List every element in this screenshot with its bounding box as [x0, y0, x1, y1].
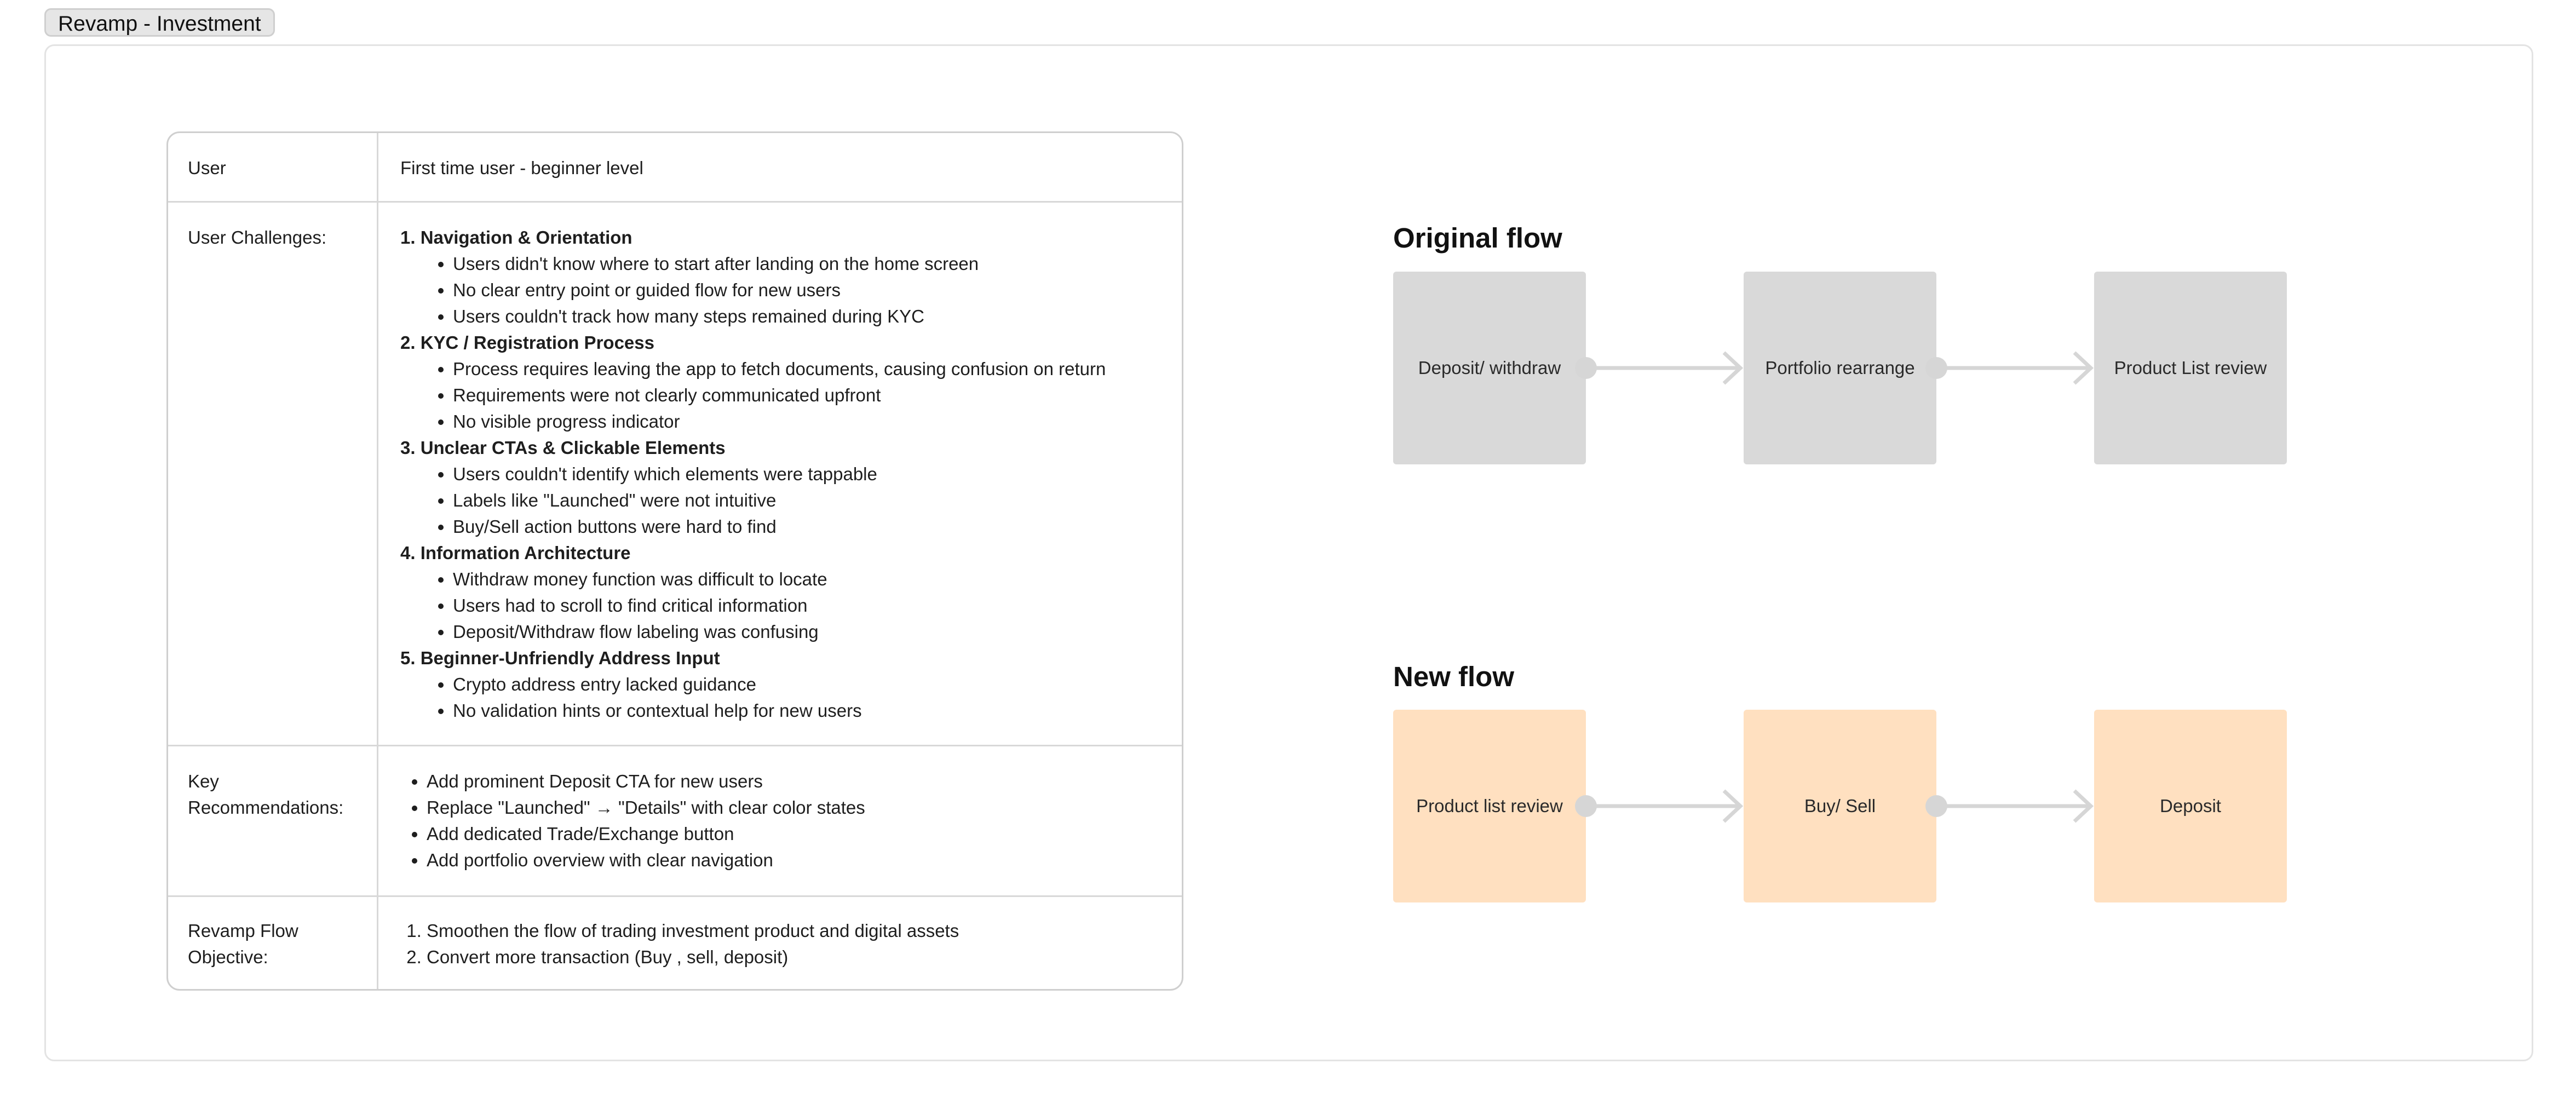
- row-label: User: [168, 133, 378, 201]
- original-flow-connector-1: [1575, 351, 1744, 385]
- original-flow-step[interactable]: Deposit/ withdraw: [1393, 272, 1586, 464]
- arrow-head-icon: [2073, 351, 2094, 385]
- arrow-head-icon: [1722, 789, 1744, 823]
- table-row-challenges: User Challenges: 1. Navigation & Orienta…: [168, 203, 1182, 746]
- list-item: Deposit/Withdraw flow labeling was confu…: [453, 619, 1182, 645]
- list-item: Users couldn't track how many steps rema…: [453, 303, 1182, 330]
- new-flow-connector-2: [1925, 789, 2094, 823]
- row-label: User Challenges:: [168, 203, 378, 745]
- table-row-user: User First time user - beginner level: [168, 133, 1182, 203]
- row-value: First time user - beginner level: [400, 158, 643, 178]
- list-item: Smoothen the flow of trading investment …: [427, 918, 1182, 944]
- connector-start-dot: [1575, 357, 1597, 379]
- list-item: Labels like "Launched" were not intuitiv…: [453, 487, 1182, 514]
- original-flow-title: Original flow: [1393, 222, 1562, 254]
- list-item: Convert more transaction (Buy , sell, de…: [427, 944, 1182, 970]
- arrow-head-icon: [1722, 351, 1744, 385]
- info-table: User First time user - beginner level Us…: [166, 131, 1183, 991]
- new-flow-step[interactable]: Product list review: [1393, 710, 1586, 902]
- challenge-heading: 4. Information Architecture: [400, 543, 631, 563]
- list-item: Add portfolio overview with clear naviga…: [427, 847, 1182, 873]
- challenge-heading: 2. KYC / Registration Process: [400, 332, 654, 353]
- objective-content: Smoothen the flow of trading investment …: [378, 897, 1182, 989]
- connector-start-dot: [1925, 357, 1947, 379]
- new-flow-title: New flow: [1393, 661, 1515, 692]
- frame-title[interactable]: Revamp - Investment: [44, 8, 275, 37]
- list-item: Requirements were not clearly communicat…: [453, 382, 1182, 409]
- row-label: Revamp Flow Objective:: [168, 897, 378, 989]
- challenge-heading: 3. Unclear CTAs & Clickable Elements: [400, 438, 726, 458]
- list-item: No validation hints or contextual help f…: [453, 698, 1182, 724]
- table-row-objective: Revamp Flow Objective: Smoothen the flow…: [168, 897, 1182, 989]
- recommendations-content: Add prominent Deposit CTA for new usersR…: [378, 746, 1182, 895]
- original-flow-connector-2: [1925, 351, 2094, 385]
- arrow-head-icon: [2073, 789, 2094, 823]
- list-item: Withdraw money function was difficult to…: [453, 566, 1182, 593]
- list-item: Replace "Launched" → "Details" with clea…: [427, 795, 1182, 821]
- new-flow-step[interactable]: Deposit: [2094, 710, 2287, 902]
- list-item: Process requires leaving the app to fetc…: [453, 356, 1182, 382]
- list-item: Users couldn't identify which elements w…: [453, 461, 1182, 487]
- connector-start-dot: [1925, 795, 1947, 817]
- list-item: Add dedicated Trade/Exchange button: [427, 821, 1182, 847]
- new-flow-step[interactable]: Buy/ Sell: [1744, 710, 1936, 902]
- challenges-list: 1. Navigation & OrientationUsers didn't …: [378, 203, 1182, 745]
- connector-start-dot: [1575, 795, 1597, 817]
- list-item: Users had to scroll to find critical inf…: [453, 593, 1182, 619]
- challenge-bullet-list: Process requires leaving the app to fetc…: [400, 356, 1182, 435]
- recommendations-list: Add prominent Deposit CTA for new usersR…: [400, 768, 1182, 873]
- challenge-bullet-list: Users couldn't identify which elements w…: [400, 461, 1182, 540]
- challenge-bullet-list: Users didn't know where to start after l…: [400, 251, 1182, 330]
- list-item: Add prominent Deposit CTA for new users: [427, 768, 1182, 795]
- list-item: Crypto address entry lacked guidance: [453, 671, 1182, 698]
- original-flow-step[interactable]: Product List review: [2094, 272, 2287, 464]
- new-flow-connector-1: [1575, 789, 1744, 823]
- row-label: Key Recommendations:: [168, 746, 378, 895]
- list-item: No visible progress indicator: [453, 409, 1182, 435]
- challenge-bullet-list: Crypto address entry lacked guidanceNo v…: [400, 671, 1182, 724]
- challenge-heading: 1. Navigation & Orientation: [400, 227, 633, 248]
- list-item: Users didn't know where to start after l…: [453, 251, 1182, 277]
- challenge-heading: 5. Beginner-Unfriendly Address Input: [400, 648, 720, 668]
- list-item: Buy/Sell action buttons were hard to fin…: [453, 514, 1182, 540]
- original-flow-step[interactable]: Portfolio rearrange: [1744, 272, 1936, 464]
- challenge-bullet-list: Withdraw money function was difficult to…: [400, 566, 1182, 645]
- table-row-recommendations: Key Recommendations: Add prominent Depos…: [168, 746, 1182, 897]
- objective-list: Smoothen the flow of trading investment …: [400, 918, 1182, 970]
- list-item: No clear entry point or guided flow for …: [453, 277, 1182, 303]
